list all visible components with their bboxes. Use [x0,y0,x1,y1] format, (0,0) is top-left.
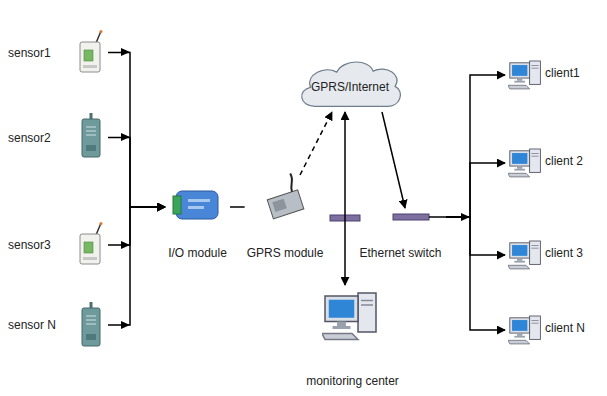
node-label: monitoring center [306,374,399,388]
node-label: sensor N [8,318,56,332]
node-label: I/O module [168,246,227,260]
node-label: GPRS module [247,246,324,260]
sensor: sensor2 [5,110,108,165]
connector [108,207,165,325]
node-label: client N [545,321,585,335]
gprs-module-icon [262,173,304,219]
node-label: client 3 [545,246,583,260]
client-pc: client N [505,305,602,355]
client-pc-icons [508,61,540,344]
sensor: sensor1 [5,25,108,80]
switch-lead [429,216,446,218]
node-label: client1 [545,66,580,80]
connector [230,206,245,208]
client-pc: client 3 [505,230,602,280]
sensor: sensor N [5,298,108,352]
connector [446,217,505,330]
client-pc: client 2 [505,138,602,188]
node-label: GPRS/Internet [311,80,389,94]
node-label: sensor1 [8,46,51,60]
sensor-icons [80,30,103,346]
node-label: sensor3 [8,238,51,252]
node-label: client 2 [545,154,583,168]
gprs-module: GPRS module [245,175,326,262]
io-module: I/O module [165,185,230,262]
connector [108,207,165,245]
connector [108,53,165,208]
connector [446,217,505,255]
connector [446,75,505,217]
network-cloud: GPRS/Internet [295,55,405,112]
switch-icon [393,214,429,220]
connector [344,112,346,285]
connector [300,112,332,175]
connector [382,112,405,208]
node-label: sensor2 [8,131,51,145]
bus-arrowheads [121,48,470,329]
connector [108,138,165,208]
sensor: sensor3 [5,218,108,272]
node-label: Ethernet switch [359,246,441,260]
monitoring-center: monitoring center [295,285,410,390]
connector [446,163,505,217]
monitoring-pc-icon [322,293,376,340]
io-module-icon [173,191,218,219]
client-pc: client1 [505,50,602,100]
ethernet-switch: Ethernet switch [355,208,446,262]
